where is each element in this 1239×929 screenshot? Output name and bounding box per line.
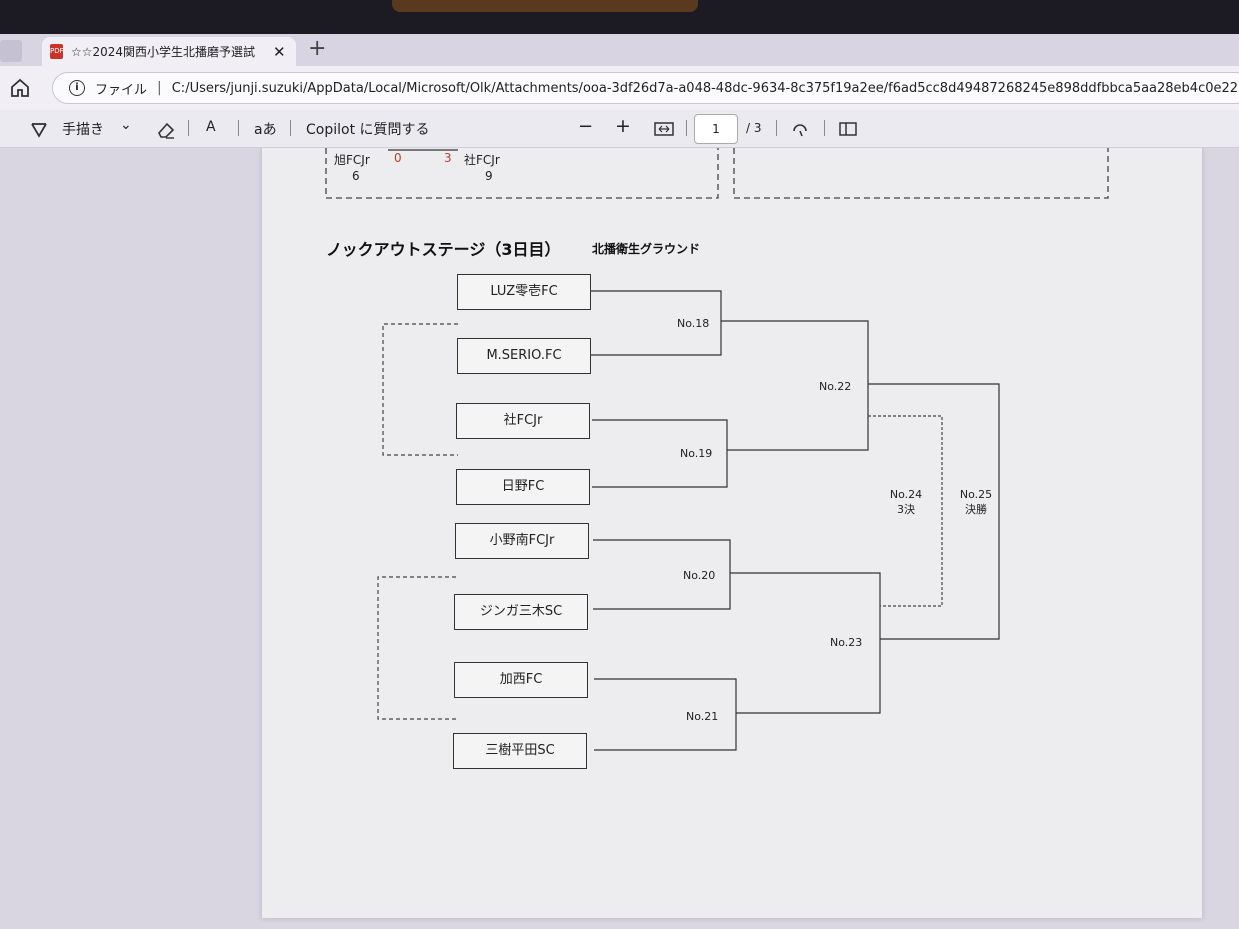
match-label-23: No.23 (830, 636, 863, 649)
close-icon[interactable]: ✕ (273, 42, 286, 61)
team-box: M.SERIO.FC (457, 338, 591, 374)
match-label-22: No.22 (819, 380, 852, 393)
team-box: 日野FC (456, 469, 590, 505)
bracket-lines (325, 148, 1109, 751)
fit-width-icon[interactable] (654, 121, 674, 137)
match-25-type: 決勝 (965, 503, 987, 516)
screen-glow (392, 0, 698, 12)
window-top-strip (0, 0, 1239, 34)
tab-pdf[interactable]: PDF ☆☆2024関西小学生北播磨予選試 ✕ (42, 37, 296, 66)
match-24-type: 3決 (897, 503, 915, 516)
result-score-left: 0 (394, 151, 402, 165)
page-total: / 3 (746, 121, 762, 135)
toolbar-divider (776, 120, 777, 136)
team-box: 小野南FCJr (455, 523, 589, 559)
match-label-24: No.24 3決 (888, 487, 924, 517)
page-view-icon[interactable] (838, 121, 858, 137)
result-score-right: 3 (444, 151, 452, 165)
pdf-icon: PDF (50, 44, 64, 59)
stage-title: ノックアウトステージ（3日目） (326, 240, 561, 259)
url-field[interactable]: i ファイル | C:/Users/junji.suzuki/AppData/L… (52, 72, 1239, 104)
toolbar-divider (188, 120, 189, 136)
address-bar: i ファイル | C:/Users/junji.suzuki/AppData/L… (0, 66, 1239, 110)
tab-bar: PDF ☆☆2024関西小学生北播磨予選試 ✕ + (0, 34, 1239, 66)
result-team-right: 社FCJr (464, 153, 500, 167)
translate-button[interactable]: aあ (254, 122, 277, 138)
match-label-18: No.18 (677, 317, 710, 330)
chevron-down-icon[interactable]: ⌄ (120, 117, 132, 133)
team-box: 三樹平田SC (453, 733, 587, 769)
pdf-page: 旭FCJr 0 3 社FCJr 6 9 ノックアウトステージ（3日目） 北播衛生… (262, 148, 1202, 918)
result-sub-left: 6 (352, 169, 360, 183)
url-scheme-label: ファイル (95, 82, 148, 98)
toolbar-divider (824, 120, 825, 136)
toolbar-divider (290, 120, 291, 136)
match-label-19: No.19 (680, 447, 713, 460)
home-icon[interactable] (8, 76, 32, 100)
rotate-icon[interactable] (790, 121, 810, 139)
new-tab-button[interactable]: + (308, 36, 327, 61)
read-aloud-button[interactable]: A (206, 119, 216, 135)
toolbar-divider (238, 120, 239, 136)
page-number-input[interactable]: 1 (694, 114, 738, 144)
team-box: ジンガ三木SC (454, 594, 588, 630)
eraser-icon[interactable] (156, 121, 176, 139)
toolbar-divider (686, 120, 687, 136)
zoom-in-button[interactable]: + (615, 115, 631, 137)
tab-title: ☆☆2024関西小学生北播磨予選試 (71, 45, 256, 59)
copilot-button[interactable]: Copilot に質問する (306, 122, 430, 138)
draw-button[interactable]: 手描き (62, 122, 104, 138)
team-box: LUZ零壱FC (457, 274, 591, 310)
team-box: 加西FC (454, 662, 588, 698)
match-label-25: No.25 決勝 (956, 487, 996, 517)
result-sub-right: 9 (485, 169, 493, 183)
url-text[interactable]: C:/Users/junji.suzuki/AppData/Local/Micr… (171, 80, 1239, 96)
previous-tab[interactable] (0, 40, 22, 62)
zoom-out-button[interactable]: − (578, 116, 594, 137)
match-label-21: No.21 (686, 710, 719, 723)
match-label-20: No.20 (683, 569, 716, 582)
draw-icon[interactable] (30, 121, 48, 139)
pdf-toolbar: 手描き ⌄ A aあ Copilot に質問する − + 1 / 3 (0, 110, 1239, 148)
info-icon[interactable]: i (69, 80, 85, 96)
url-separator: | (157, 80, 162, 96)
team-box: 社FCJr (456, 403, 590, 439)
result-team-left: 旭FCJr (334, 153, 370, 167)
match-25-number: No.25 (959, 488, 993, 501)
pdf-viewer[interactable]: 旭FCJr 0 3 社FCJr 6 9 ノックアウトステージ（3日目） 北播衛生… (0, 148, 1239, 929)
venue-label: 北播衛生グラウンド (592, 242, 701, 256)
match-24-number: No.24 (889, 488, 923, 501)
